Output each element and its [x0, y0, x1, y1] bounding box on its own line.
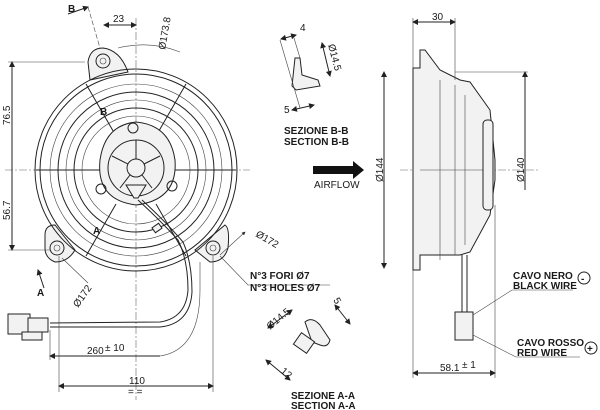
- dim-diameter-right: Ø140: [516, 157, 527, 182]
- airflow-arrow-icon: [313, 161, 364, 179]
- section-bb-title-en: SECTION B-B: [284, 137, 349, 148]
- cable: [49, 199, 193, 328]
- dim-diameter-right: Ø172: [254, 229, 281, 251]
- section-aa-dim-diameter: Ø14.5: [265, 306, 293, 332]
- section-aa-dim-length: 12: [278, 366, 294, 382]
- mounting-hole: [95, 53, 111, 69]
- section-aa-title-it: SEZIONE A-A: [291, 391, 355, 402]
- positive-polarity-icon: [584, 341, 598, 355]
- dim-depth-top: 30: [432, 12, 444, 23]
- section-bb-dim-width: 4: [300, 23, 306, 34]
- negative-polarity-icon: [577, 271, 591, 285]
- dim-lower-height: 56.7: [2, 200, 13, 220]
- mounting-hole: [205, 240, 221, 256]
- section-a-marker: A: [37, 288, 44, 299]
- airflow-indicator: AIRFLOW: [313, 161, 364, 191]
- red-wire-label-it: CAVO ROSSO: [517, 338, 584, 349]
- dim-cable-tolerance: ± 10: [105, 343, 125, 354]
- dim-total-tolerance: ± 1: [462, 360, 476, 371]
- red-wire-polarity: +: [587, 344, 593, 355]
- motor-hub: [95, 121, 178, 206]
- dim-upper-height: 76.5: [2, 105, 13, 125]
- section-a-inner-label: A: [93, 226, 100, 237]
- section-b-marker: B: [68, 4, 75, 15]
- dim-diameter-left: Ø144: [375, 157, 386, 182]
- side-connector: [454, 311, 474, 341]
- holes-label-it: N°3 FORI Ø7: [250, 271, 310, 282]
- airflow-label: AIRFLOW: [314, 180, 360, 191]
- black-wire-polarity: -: [581, 274, 584, 285]
- dim-diameter-top: Ø173.8: [157, 16, 174, 51]
- mounting-lugs: [44, 47, 230, 263]
- section-bb: 4 Ø14.5 5 SEZIONE B-B SECTION B-B: [279, 23, 349, 148]
- black-wire-label-it: CAVO NERO: [513, 271, 573, 282]
- side-view: 30 Ø144 Ø140 58.1 ± 1 CAVO NERO BLACK WI…: [375, 12, 598, 378]
- section-aa: Ø14.5 5 12 SEZIONE A-A SECTION A-A: [265, 296, 356, 410]
- dim-diameter-left: Ø172: [71, 283, 94, 310]
- dim-width: 110: [129, 376, 145, 387]
- section-aa-title-en: SECTION A-A: [291, 401, 356, 410]
- dim-total-depth: 58.1: [440, 363, 460, 374]
- front-view: B B A A 23 Ø173.8 76.5 56.7 Ø172 Ø172 N°…: [2, 4, 330, 400]
- dim-offset: 23: [113, 14, 125, 25]
- holes-label-en: N°3 HOLES Ø7: [250, 283, 321, 294]
- mounting-hole: [49, 240, 65, 256]
- section-bb-title-it: SEZIONE B-B: [284, 126, 348, 137]
- black-wire-label-en: BLACK WIRE: [513, 281, 577, 292]
- section-b-inner-label: B: [100, 107, 107, 118]
- dim-width-symmetry: = =: [128, 387, 143, 398]
- red-wire-label-en: RED WIRE: [517, 348, 567, 359]
- section-bb-dim-bottom: 5: [284, 105, 290, 116]
- connector: [7, 313, 49, 341]
- dim-cable-length: 260: [87, 346, 104, 357]
- section-aa-dim-thickness: 5: [330, 296, 343, 307]
